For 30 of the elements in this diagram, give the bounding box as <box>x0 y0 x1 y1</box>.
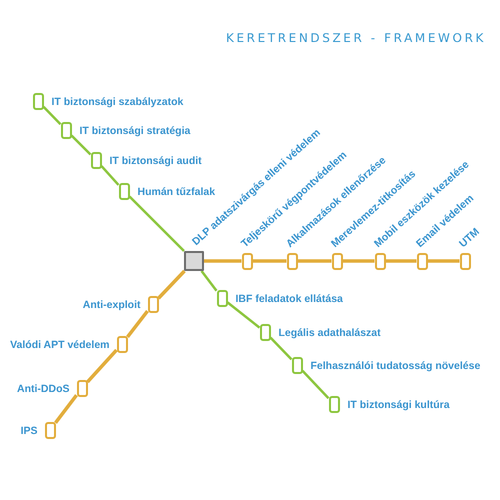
station-label: IT biztonsági kultúra <box>348 399 450 411</box>
station-label: IT biztonsági szabályzatok <box>52 96 184 108</box>
metro-line <box>342 259 374 263</box>
metro-line <box>100 165 120 186</box>
metro-line <box>157 270 186 300</box>
station-label: Anti-exploit <box>82 299 140 311</box>
metro-line <box>428 259 460 263</box>
metro-line <box>298 259 332 263</box>
metro-line <box>70 134 92 156</box>
diagram-title: KERETRENDSZER - FRAMEWORK <box>226 31 486 45</box>
metro-line <box>386 259 416 263</box>
metro-line <box>54 394 78 424</box>
station-label: IT biztonsági stratégia <box>80 125 190 137</box>
metro-line <box>42 106 62 126</box>
metro-line <box>270 336 292 360</box>
station-label: Anti-DDoS <box>17 383 70 395</box>
metro-line <box>128 196 185 252</box>
metro-line <box>86 348 118 384</box>
metro-line <box>204 259 242 263</box>
metro-line <box>126 310 149 338</box>
station-label: Valódi APT védelem <box>10 339 110 351</box>
metro-line <box>226 301 260 329</box>
station-label: Legális adathalászat <box>278 327 381 339</box>
metro-line <box>302 370 330 400</box>
station-label: IPS <box>20 425 38 437</box>
station-label: IT biztonsági audit <box>110 155 202 167</box>
metro-line <box>252 259 286 263</box>
station-label: Felhasználói tudatosság növelése <box>310 360 480 372</box>
metro-line <box>200 270 218 292</box>
station-label: IBF feladatok ellátása <box>236 293 343 305</box>
